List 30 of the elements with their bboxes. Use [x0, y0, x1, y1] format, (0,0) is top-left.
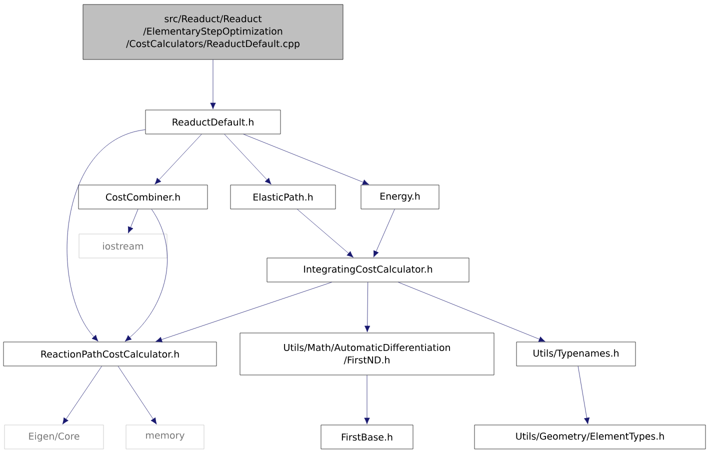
file-box: FirstBase.h	[320, 424, 414, 450]
arrow	[210, 60, 216, 110]
file-box: CostCombiner.h	[78, 184, 208, 210]
arrow	[66, 130, 146, 342]
arrow	[118, 366, 157, 424]
external-file-box: Eigen/Core	[4, 424, 104, 450]
file-box: Utils/Geometry/ElementTypes.h	[474, 424, 706, 450]
arrow	[128, 209, 138, 234]
arrow	[364, 282, 370, 332]
arrow	[364, 375, 370, 424]
file-box: Energy.h	[360, 184, 440, 210]
arrow	[124, 209, 168, 342]
file-box: Utils/Typenames.h	[516, 342, 636, 366]
file-box: ReactionPathCostCalculator.h	[3, 342, 217, 366]
file-box: Utils/Math/AutomaticDifferentiation /FirstND.h	[240, 332, 494, 376]
arrow	[398, 282, 546, 342]
arrow	[297, 209, 354, 258]
arrow	[578, 366, 590, 424]
external-file-box: iostream	[78, 234, 168, 258]
file-box: src/Readuct/Readuct /ElementaryStepOptimization /CostCalculators/ReaductDefault.cpp	[82, 4, 344, 60]
file-box: ReaductDefault.h	[145, 110, 281, 134]
file-box: ElasticPath.h	[230, 184, 336, 210]
arrow	[243, 134, 370, 185]
arrow	[373, 209, 395, 258]
arrow	[224, 134, 272, 184]
file-box: IntegratingCostCalculator.h	[266, 258, 470, 282]
arrow	[154, 134, 202, 184]
arrow	[156, 282, 332, 342]
arrow	[62, 366, 102, 424]
external-file-box: memory	[126, 424, 204, 450]
